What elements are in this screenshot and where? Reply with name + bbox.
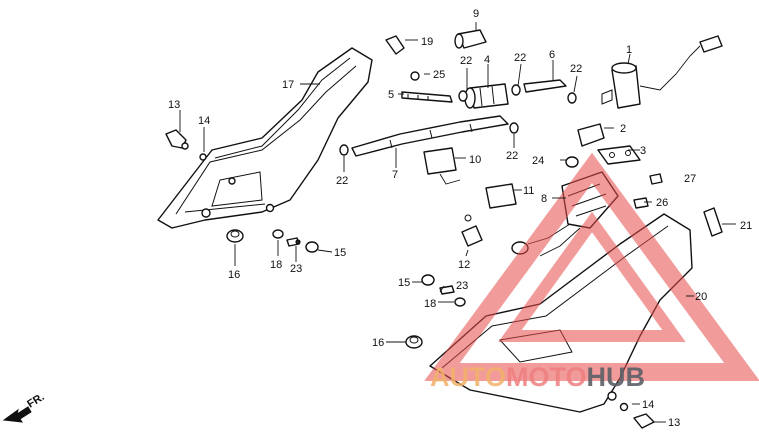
part-13-bolt-left [165, 129, 189, 150]
callout-11: 11 [523, 185, 534, 197]
callout-20: 20 [695, 291, 707, 303]
part-4-filter [464, 83, 509, 109]
callout-23-right: 23 [456, 280, 468, 292]
callout-15-right: 15 [398, 277, 410, 289]
part-10-relay [423, 147, 461, 185]
watermark-auto: AUTO [430, 362, 506, 392]
front-direction-marker: FR. [2, 391, 47, 423]
part-16-grommet-left [226, 229, 244, 243]
part-24-grommet [565, 156, 579, 168]
callout-22-d: 22 [506, 150, 518, 162]
part-15-nut-left [305, 241, 319, 253]
callout-22-b: 22 [514, 52, 526, 64]
callout-22-e: 22 [336, 175, 348, 187]
callout-18-left: 18 [270, 259, 282, 271]
leader-lines [179, 22, 736, 423]
part-26-bolt [633, 197, 649, 209]
callout-16-right: 16 [372, 337, 384, 349]
part-23-screw-left [286, 237, 301, 247]
part-22-clamp-d [509, 122, 519, 134]
callout-18-right: 18 [424, 298, 436, 310]
callout-27: 27 [684, 173, 696, 185]
callout-labels: 1 2 3 4 5 6 7 8 9 10 11 12 13 13 14 14 1… [168, 8, 752, 429]
part-22-clamp-a [458, 90, 468, 102]
part-22-clamp-c [567, 92, 577, 104]
part-21-clip [703, 207, 723, 237]
callout-10: 10 [469, 154, 481, 166]
callout-15-left: 15 [334, 247, 346, 259]
callout-2: 2 [620, 123, 626, 135]
callout-4: 4 [484, 54, 490, 66]
callout-19: 19 [421, 36, 433, 48]
callout-5: 5 [388, 89, 394, 101]
part-22-clamp-b [511, 84, 521, 96]
part-18-collar-left [272, 229, 284, 239]
part-14-washer-right [619, 402, 629, 412]
part-16-grommet-right [405, 335, 423, 349]
part-11-unit [485, 183, 517, 209]
part-27-screw [649, 173, 663, 185]
callout-13-lower: 13 [668, 417, 680, 429]
callout-13-upper: 13 [168, 99, 180, 111]
part-12-clamp [461, 214, 483, 247]
part-17-side-cover [157, 47, 373, 229]
part-1-fuel-pump [601, 35, 723, 109]
callout-1: 1 [626, 44, 632, 56]
callout-16-left: 16 [228, 269, 240, 281]
callout-3: 3 [640, 145, 646, 157]
watermark-moto: MOTO [506, 362, 587, 392]
callout-23-left: 23 [290, 263, 302, 275]
part-7-hose [351, 115, 509, 157]
callout-14-upper: 14 [198, 115, 210, 127]
callout-22-a: 22 [460, 55, 472, 67]
callout-12: 12 [458, 259, 470, 271]
part-15-nut-right [421, 274, 435, 286]
callout-9: 9 [473, 8, 479, 20]
part-6-tube [523, 79, 567, 93]
part-5-tube [401, 91, 453, 103]
watermark-hub: HUB [587, 362, 646, 392]
front-arrow-icon [2, 406, 32, 423]
callout-21: 21 [740, 220, 752, 232]
part-13-bolt-right [633, 413, 655, 429]
callout-22-c: 22 [570, 63, 582, 75]
part-23-screw-right [439, 285, 455, 295]
callout-7: 7 [392, 169, 398, 181]
part-14-washer-left [199, 153, 207, 161]
part-3-bracket [597, 145, 641, 165]
callout-24: 24 [532, 155, 544, 167]
part-22-clamp-e [339, 144, 349, 156]
callout-26: 26 [656, 197, 668, 209]
watermark-triangle [424, 152, 759, 381]
watermark-logo: AUTOMOTOHUB [430, 362, 645, 392]
callout-8: 8 [541, 193, 547, 205]
part-9-cap [454, 29, 487, 49]
part-19-clip [385, 35, 405, 55]
watermark-text: AUTOMOTOHUB [430, 362, 645, 392]
callout-17: 17 [282, 79, 294, 91]
part-2-mount-rubber [577, 123, 605, 147]
callout-25: 25 [433, 69, 445, 81]
part-18-collar-right [454, 297, 466, 307]
part-25-fastener [410, 71, 420, 81]
callout-6: 6 [549, 49, 555, 61]
callout-14-lower: 14 [642, 399, 654, 411]
